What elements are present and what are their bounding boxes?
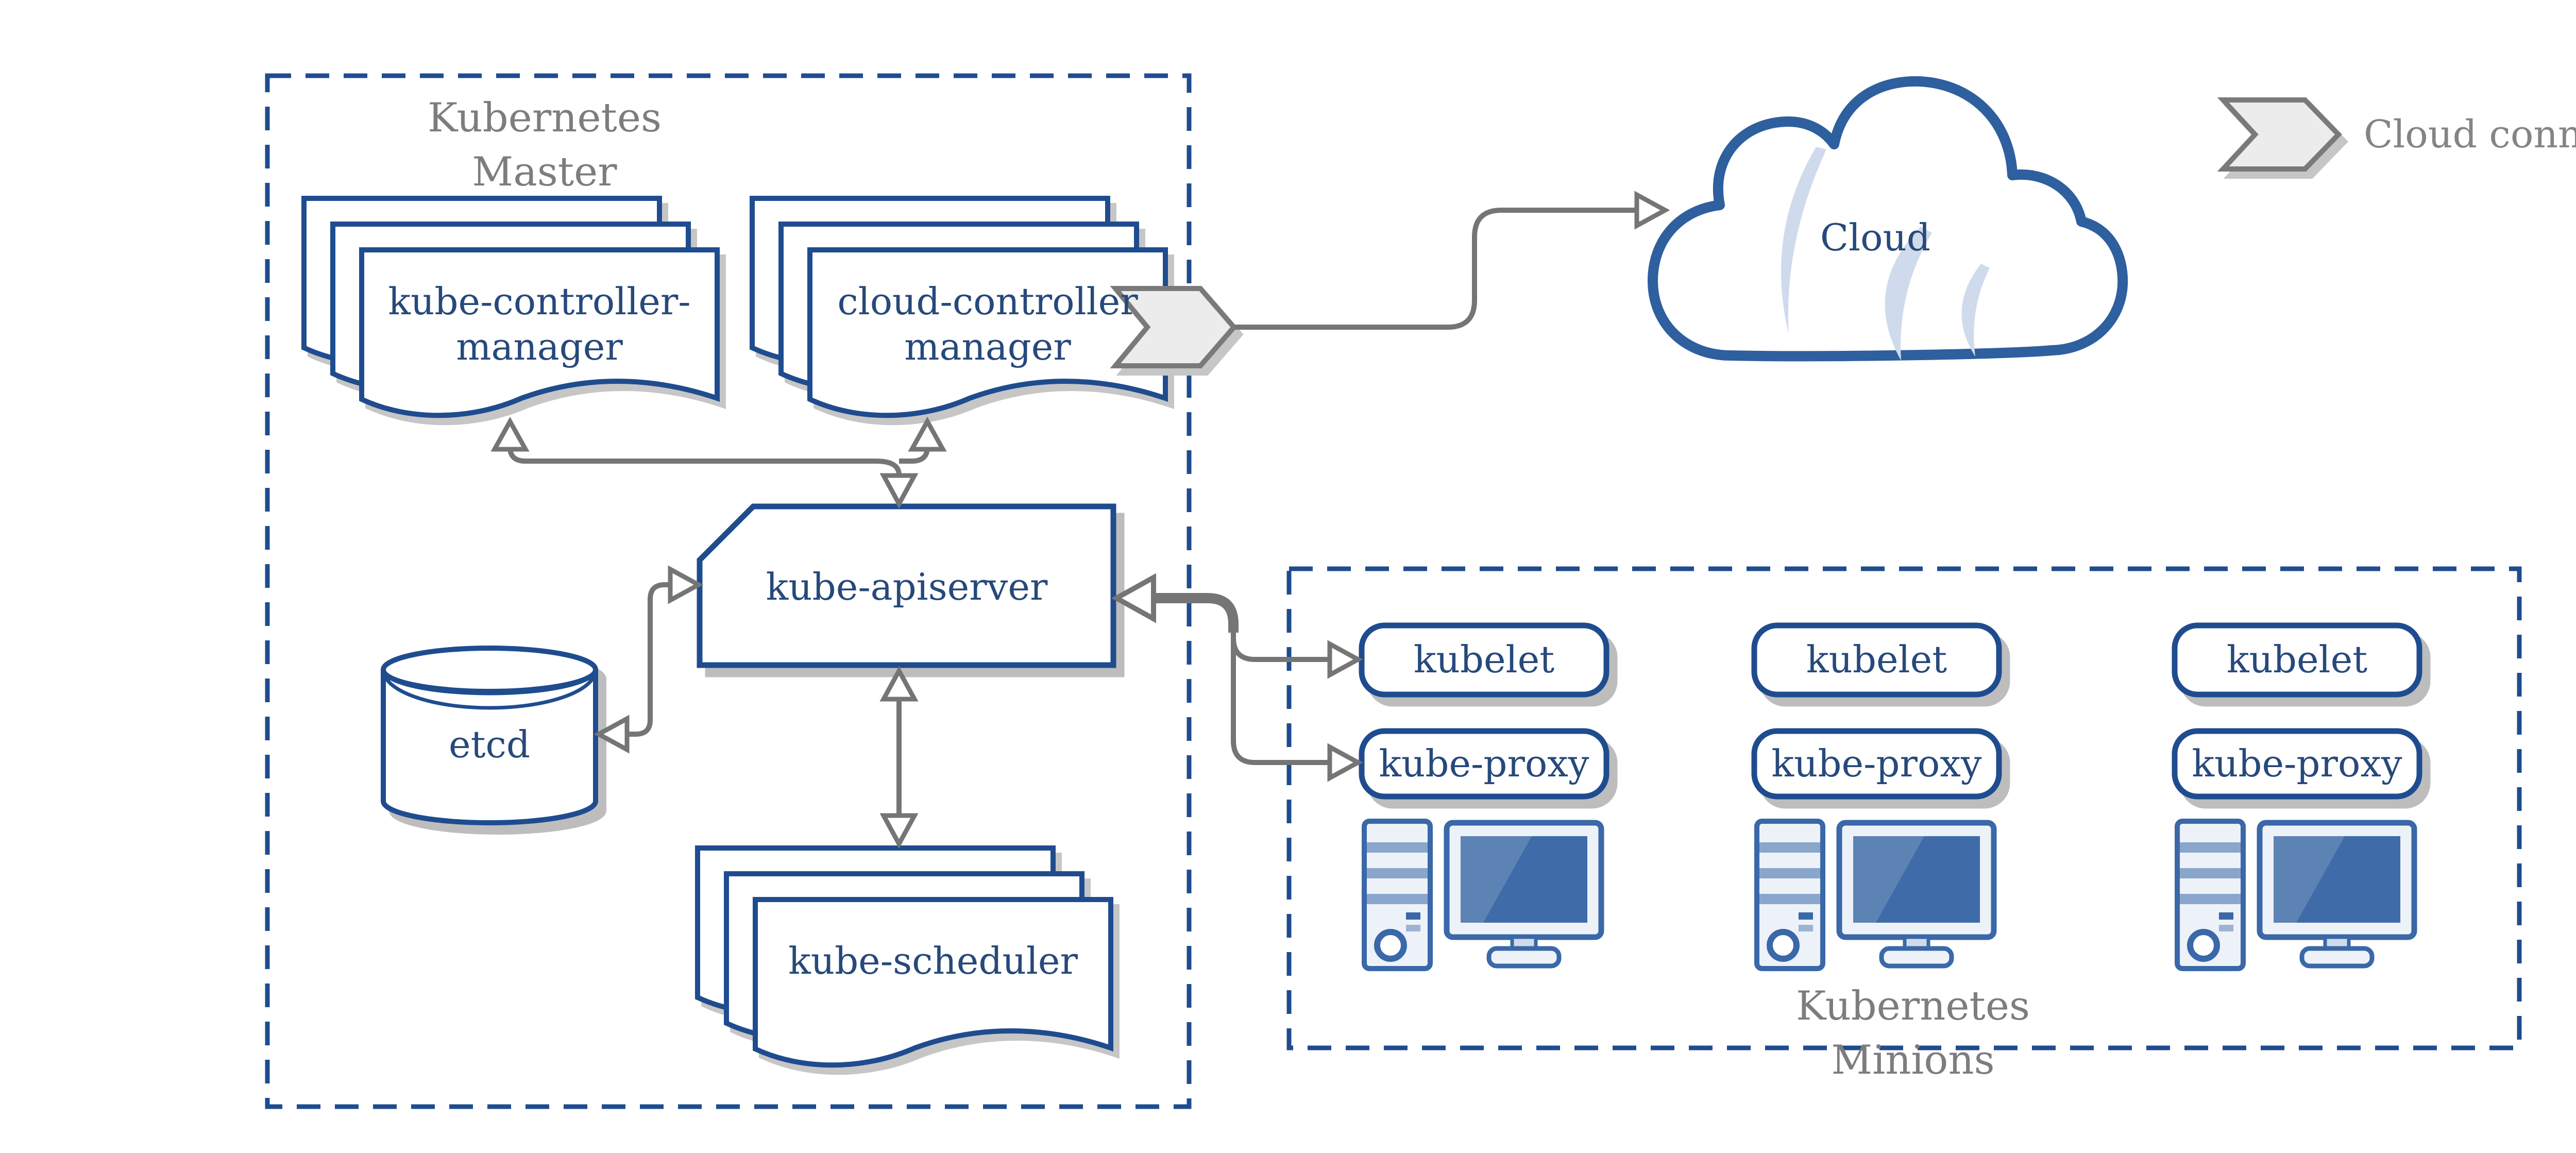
chevron-arrow-icon (2217, 97, 2342, 172)
kubernetes-master-boundary (265, 73, 1192, 1109)
connector-arrows (507, 208, 1636, 817)
kubelet-node (2172, 622, 2422, 698)
kube-scheduler-node (698, 848, 1111, 1065)
kube-proxy-node (2172, 728, 2422, 800)
kubernetes-minions-boundary (1286, 566, 2522, 1050)
workstation-icon (1364, 821, 1601, 969)
chevron-arrow-icon (1110, 286, 1238, 368)
kubelet-node (1751, 622, 2002, 698)
cloud-icon (1648, 76, 2128, 362)
workstation-icon (1757, 821, 1994, 969)
workstation-icon (2177, 821, 2414, 969)
cloud-controller-manager-node (752, 198, 1165, 415)
kubelet-node (1359, 622, 1609, 698)
arrowheads (490, 191, 1670, 849)
database-cylinder-icon (381, 646, 598, 825)
kube-proxy-node (1359, 728, 1609, 800)
kube-controller-manager-node (304, 198, 717, 415)
kube-apiserver-node (697, 503, 1116, 668)
kube-proxy-node (1751, 728, 2002, 800)
